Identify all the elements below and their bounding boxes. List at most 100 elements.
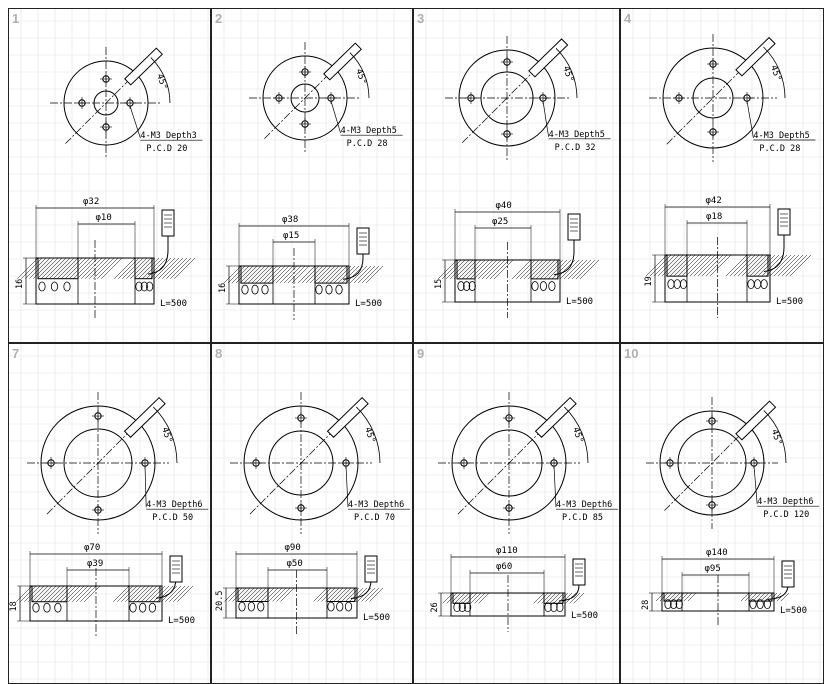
section-block	[725, 254, 812, 290]
leader-line	[129, 105, 141, 139]
connector-icon	[342, 227, 370, 280]
mounting-hole	[299, 118, 311, 130]
mounting-hole	[100, 121, 112, 133]
cable-icon	[534, 396, 577, 438]
mounting-hole	[92, 504, 104, 516]
leader-line	[542, 100, 549, 137]
angle-label: 45°	[560, 65, 575, 84]
height-label: 18	[9, 601, 19, 611]
diagonal-line	[65, 60, 149, 144]
inner-circle	[268, 430, 334, 496]
mounting-hole	[76, 97, 88, 109]
section-block	[114, 257, 196, 292]
mounting-hole	[100, 73, 112, 85]
cable-length-label: L=500	[168, 616, 195, 626]
cable-icon	[323, 42, 362, 81]
mounting-hole	[501, 56, 513, 68]
section-block	[17, 257, 123, 292]
mounting-hole	[295, 412, 307, 424]
outer-circle	[243, 405, 359, 521]
mounting-hole	[250, 457, 262, 469]
panel-number: 4	[624, 11, 632, 26]
leader-line	[746, 100, 754, 139]
outer-diameter-label: φ38	[282, 215, 298, 225]
outer-circle	[40, 405, 156, 521]
height-label: 20.5	[215, 591, 225, 611]
leader-line	[330, 100, 341, 134]
inner-diameter-label: φ95	[705, 564, 721, 574]
connector-icon	[350, 555, 378, 599]
outer-circle	[458, 49, 556, 147]
cable-length-label: L=500	[355, 299, 382, 309]
background-grid	[8, 8, 211, 343]
angle-label: 45°	[768, 64, 783, 83]
background-grid	[211, 8, 413, 343]
hole-spec-label: 4-M3 Depth6	[146, 500, 202, 510]
outer-circle	[659, 410, 765, 516]
panel-number: 7	[12, 346, 19, 361]
cable-icon	[735, 400, 777, 441]
section-view	[17, 205, 196, 320]
top-view	[649, 34, 786, 162]
outer-diameter-label: φ110	[496, 546, 518, 556]
background-grid	[413, 8, 620, 343]
hole-spec-label: 4-M3 Depth6	[757, 497, 813, 507]
leader-line	[345, 465, 349, 508]
mounting-hole	[706, 499, 718, 511]
mounting-hole	[458, 457, 470, 469]
inner-diameter-label: φ10	[96, 213, 112, 223]
section-block	[437, 259, 514, 291]
angle-arc	[356, 406, 381, 464]
background-grid	[413, 343, 620, 684]
angle-arc	[349, 52, 370, 99]
top-view	[27, 392, 178, 534]
cable-length-label: L=500	[776, 297, 803, 307]
section-view	[645, 204, 812, 318]
panel-number: 10	[624, 346, 638, 361]
leader-line	[553, 465, 557, 508]
angle-label: 45°	[362, 426, 377, 445]
pcd-label: P.C.D 32	[555, 143, 596, 153]
height-label: 26	[430, 602, 440, 612]
pcd-label: P.C.D 50	[152, 513, 193, 523]
angle-arc	[763, 46, 786, 99]
mounting-hole	[673, 92, 685, 104]
outer-circle	[63, 60, 149, 146]
outer-circle	[262, 55, 348, 141]
outer-diameter-label: φ40	[496, 201, 512, 211]
inner-diameter-label: φ50	[287, 559, 303, 569]
angle-arc	[150, 57, 171, 104]
cable-icon	[528, 38, 569, 78]
hole-spec-label: 4-M3 Depth3	[140, 131, 196, 141]
cable-icon	[735, 36, 776, 77]
section-block	[442, 592, 490, 613]
outer-diameter-label: φ70	[84, 543, 100, 553]
inner-diameter-label: φ15	[283, 231, 299, 241]
panel-number: 3	[417, 11, 424, 26]
section-view	[16, 551, 194, 637]
connector-icon	[155, 555, 183, 599]
leader-line	[753, 465, 758, 505]
mounting-hole	[273, 92, 285, 104]
panel-border	[8, 8, 211, 343]
mounting-hole	[299, 66, 311, 78]
pcd-label: P.C.D 28	[347, 139, 388, 149]
section-view	[223, 551, 384, 634]
cable-length-label: L=500	[160, 299, 187, 309]
section-block	[645, 254, 732, 290]
outer-diameter-label: φ140	[706, 548, 728, 558]
angle-label: 45°	[154, 73, 169, 92]
panel-border	[211, 8, 413, 343]
angle-label: 45°	[159, 426, 174, 445]
panel-number: 9	[417, 346, 424, 361]
connector-icon	[767, 560, 795, 600]
mounting-hole	[465, 92, 477, 104]
connector-icon	[558, 558, 586, 602]
